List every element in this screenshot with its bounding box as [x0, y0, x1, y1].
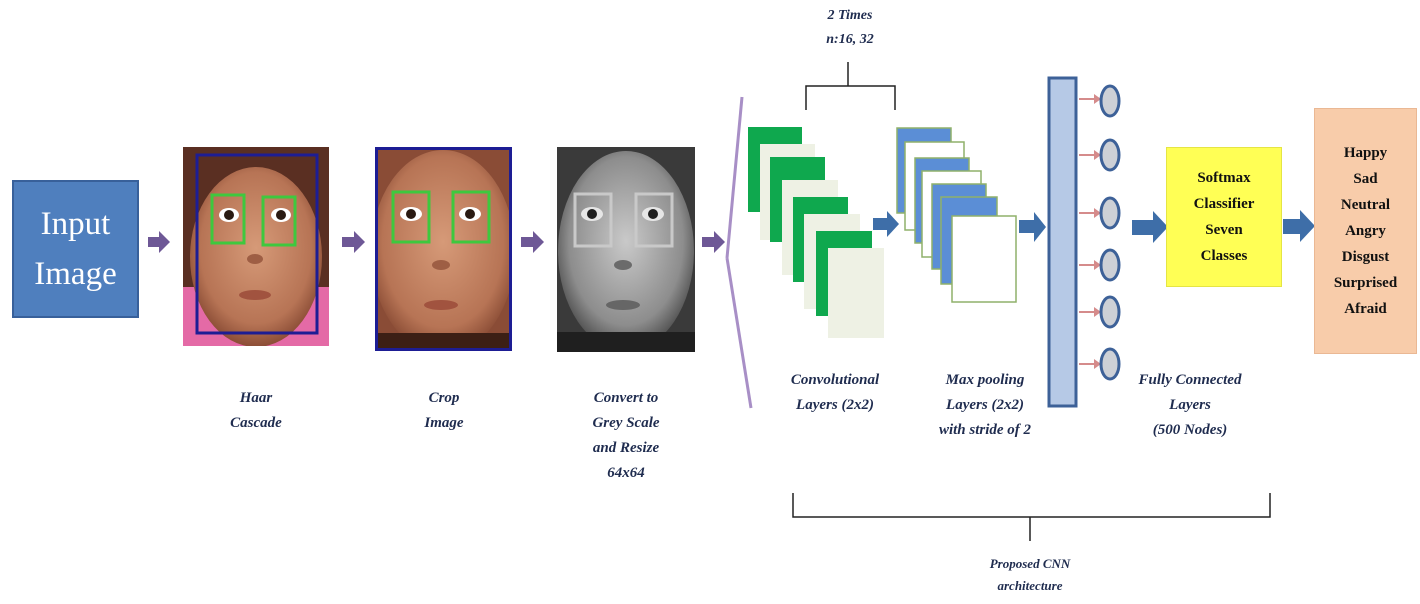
arrow-softmax-to-emotions	[1283, 210, 1315, 242]
architecture-label: Proposed CNN architecture	[955, 553, 1105, 597]
emotion-classes-box: Happy Sad Neutral Angry Disgust Surprise…	[1314, 108, 1417, 354]
repeat-note-line2: n:16, 32	[826, 32, 874, 47]
caption-pool-line2: Layers (2x2)	[946, 397, 1024, 413]
emotion-neutral: Neutral	[1340, 197, 1391, 213]
caption-pool: Max pooling Layers (2x2) with stride of …	[915, 368, 1055, 443]
fc-node-3	[1079, 196, 1121, 230]
fc-node-4	[1079, 248, 1121, 282]
softmax-line4: Classes	[1200, 248, 1248, 264]
caption-pool-line3: with stride of 2	[938, 422, 1032, 438]
fc-nodes	[1079, 84, 1121, 381]
input-label-line1: Input	[40, 206, 111, 242]
repeat-note-line1: 2 Times	[827, 8, 873, 23]
fc-node-6	[1079, 347, 1121, 381]
emotion-surprised: Surprised	[1333, 275, 1398, 291]
face-image-crop	[375, 147, 512, 351]
caption-fc-line1: Fully Connected	[1138, 372, 1242, 388]
caption-fc-line2: Layers	[1169, 397, 1211, 413]
emotion-sad: Sad	[1353, 171, 1378, 187]
arrow-conv-to-pool	[873, 211, 899, 237]
separator-line-bottom	[725, 257, 753, 409]
bottom-brace	[792, 493, 1271, 541]
caption-grey-line4: 64x64	[607, 465, 645, 481]
softmax-line2: Classifier	[1193, 196, 1255, 212]
emotion-disgust: Disgust	[1341, 249, 1390, 265]
conv-layers-stack	[748, 127, 884, 338]
caption-conv-line2: Layers (2x2)	[796, 397, 874, 413]
softmax-line1: Softmax	[1197, 170, 1251, 186]
caption-fc-line3: (500 Nodes)	[1152, 422, 1228, 438]
input-label-line2: Image	[34, 256, 117, 292]
emotion-afraid: Afraid	[1344, 301, 1387, 317]
softmax-classifier-box: Softmax Classifier Seven Classes	[1166, 147, 1282, 287]
caption-fc: Fully Connected Layers (500 Nodes)	[1120, 368, 1260, 443]
caption-conv-line1: Convolutional	[790, 372, 880, 388]
caption-crop-line2: Image	[424, 415, 464, 431]
caption-crop-line1: Crop	[428, 390, 460, 406]
fc-node-2	[1079, 138, 1121, 172]
top-brace	[805, 62, 896, 110]
arrow-pool-to-fc	[1019, 212, 1046, 242]
fc-node-1	[1079, 84, 1121, 118]
arrow-crop-to-grey	[521, 231, 544, 253]
caption-grey: Convert to Grey Scale and Resize 64x64	[562, 386, 690, 486]
face-image-grey	[557, 147, 695, 352]
softmax-line3: Seven	[1205, 222, 1243, 238]
arrow-grey-to-cnn	[702, 231, 725, 253]
fc-node-5	[1079, 295, 1121, 329]
caption-grey-line2: Grey Scale	[592, 415, 660, 431]
arrow-input-to-haar	[148, 231, 170, 253]
pool-layers-stack	[896, 127, 1017, 303]
caption-haar-line2: Cascade	[230, 415, 282, 431]
caption-pool-line1: Max pooling	[945, 372, 1025, 388]
arrow-haar-to-crop	[342, 231, 365, 253]
separator-line-top	[725, 96, 744, 259]
emotion-angry: Angry	[1345, 223, 1386, 239]
caption-grey-line1: Convert to	[593, 390, 659, 406]
arrow-fc-to-softmax	[1132, 211, 1168, 243]
caption-grey-line3: and Resize	[592, 440, 660, 456]
caption-haar-line1: Haar	[239, 390, 273, 406]
repeat-note: 2 Times n:16, 32	[790, 4, 910, 52]
face-image-haar	[183, 147, 329, 346]
caption-haar: Haar Cascade	[196, 386, 316, 436]
caption-conv: Convolutional Layers (2x2)	[770, 368, 900, 418]
caption-crop: Crop Image	[384, 386, 504, 436]
emotion-happy: Happy	[1343, 145, 1388, 161]
input-image-box: Input Image	[12, 180, 139, 318]
fc-bar	[1047, 76, 1078, 408]
architecture-label-line1: Proposed CNN	[989, 556, 1071, 571]
architecture-label-line2: architecture	[997, 578, 1063, 593]
